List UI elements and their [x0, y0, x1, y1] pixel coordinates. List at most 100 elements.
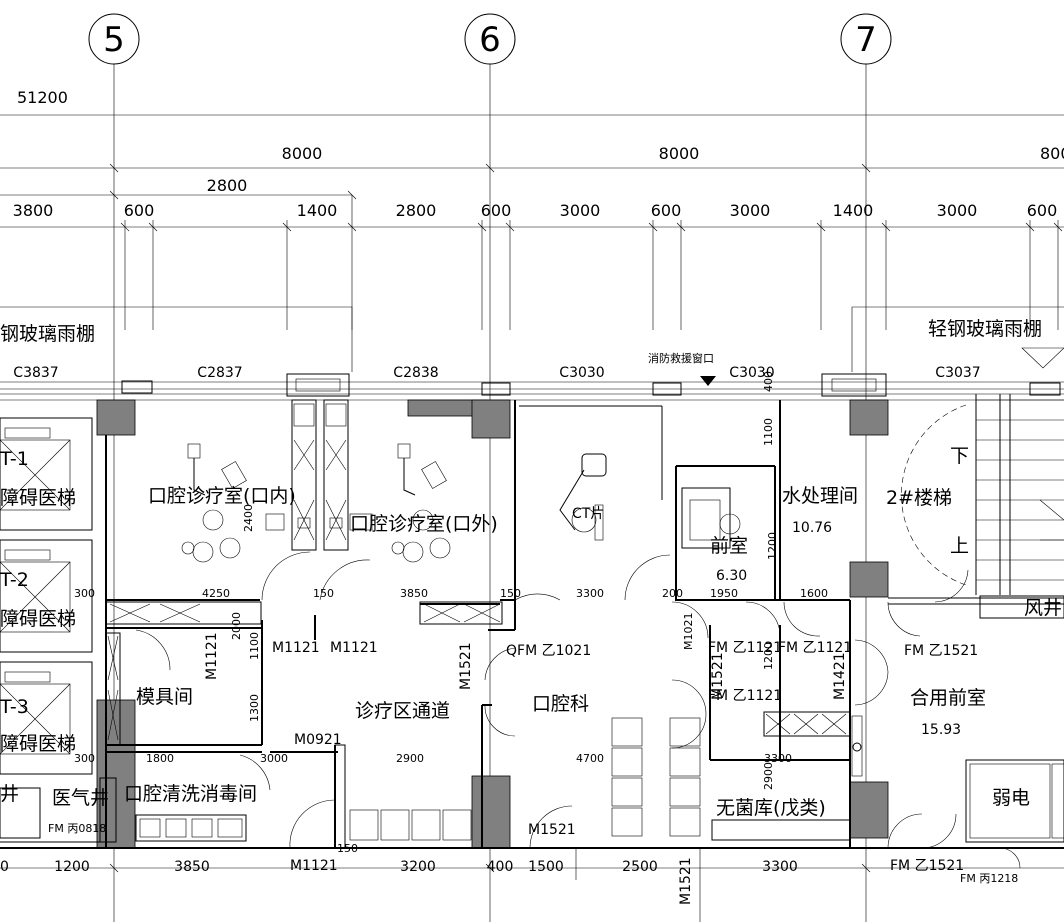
- room-weak: 弱电: [992, 787, 1030, 809]
- dim-inner: 200: [662, 587, 683, 600]
- bottom-dim: 2500: [622, 859, 658, 875]
- dim-bay-7-next: 800: [1040, 144, 1064, 163]
- door-fm1521b: FM 乙1521: [890, 858, 964, 874]
- exterior-wall: [0, 373, 1064, 401]
- dental-chair-outer: [349, 443, 451, 563]
- dim-inner: 400: [762, 371, 775, 392]
- elevator-1-name: 障碍医梯: [0, 487, 76, 509]
- dim-inner: 3000: [260, 752, 288, 765]
- door-m1121a: M1121: [272, 640, 320, 656]
- window-labels: C3837 C2837 C2838 C3030 C3030 C3037: [13, 365, 980, 381]
- door-m1121-bottom: M1121: [290, 858, 338, 874]
- stair-up: 上: [950, 535, 969, 557]
- dim-300b: 300: [74, 752, 95, 765]
- canopy: [0, 306, 1064, 372]
- dim-seg: 1400: [833, 201, 874, 220]
- bottom-dim: 1200: [54, 859, 90, 875]
- window-label: C3030: [729, 365, 774, 381]
- fire-window-marker: [700, 376, 716, 386]
- axis-7-label: 7: [855, 20, 877, 60]
- room-oral-inner: 口腔诊疗室(口内): [148, 485, 296, 507]
- door-m1121b: M1121: [330, 640, 378, 656]
- room-oral-outer: 口腔诊疗室(口外): [350, 513, 498, 535]
- room-ct: CT片: [572, 506, 604, 522]
- door-m1421: M1421: [832, 652, 848, 700]
- room-sterile: 无菌库(戊类): [716, 797, 826, 819]
- elevator-2-name: 障碍医梯: [0, 608, 76, 630]
- dim-inner: 1100: [248, 632, 261, 660]
- ct-scanner: [559, 453, 607, 541]
- dimension-lines: [0, 114, 1064, 330]
- elevator-1-code: T-1: [0, 448, 29, 470]
- dim-bay-5-6: 8000: [282, 144, 323, 163]
- dim-inner: 1300: [248, 694, 261, 722]
- window-label: C3030: [559, 365, 604, 381]
- door-fm1121c: FM 乙1121: [708, 688, 782, 704]
- room-water-area: 10.76: [792, 520, 832, 536]
- columns: [96, 399, 889, 849]
- elevator-3-code: T-3: [0, 696, 29, 718]
- counters: [135, 711, 863, 842]
- anteroom-equipment: [681, 487, 741, 549]
- dim-overall: 51200: [17, 88, 68, 107]
- dim-inner: 4700: [576, 752, 604, 765]
- dim-inner: 2900: [396, 752, 424, 765]
- bottom-dims: [0, 848, 1064, 922]
- dim-seg: 3000: [937, 201, 978, 220]
- bottom-dim: 150: [337, 842, 358, 855]
- dim-300a: 300: [74, 587, 95, 600]
- dim-2800: 2800: [207, 176, 248, 195]
- stair-down: 下: [950, 445, 969, 467]
- canopy-right-label: 轻钢玻璃雨棚: [928, 318, 1042, 340]
- door-m1521b: M1521: [528, 822, 576, 838]
- room-mold: 模具间: [136, 686, 193, 708]
- bottom-dim: 1500: [528, 859, 564, 875]
- dim-seg: 1400: [297, 201, 338, 220]
- axis-6-label: 6: [479, 20, 501, 60]
- axis-7: 7: [840, 13, 892, 922]
- window-label: C3037: [935, 365, 980, 381]
- room-corridor: 诊疗区通道: [355, 700, 450, 722]
- bottom-dim: 3300: [762, 859, 798, 875]
- dim-seg: 600: [481, 201, 512, 220]
- equipment-strip: [291, 399, 349, 551]
- interior-walls: [0, 400, 1064, 849]
- bottom-dim: 0: [0, 859, 9, 875]
- dim-seg: 3800: [13, 201, 54, 220]
- door-m0921: M0921: [294, 732, 342, 748]
- room-anteroom-area: 6.30: [716, 568, 747, 584]
- dim-seg: 600: [124, 201, 155, 220]
- room-wind-shaft: 风井: [1024, 597, 1062, 619]
- dim-inner: 3300: [764, 752, 792, 765]
- fire-window-label: 消防救援窗口: [648, 351, 714, 365]
- room-water: 水处理间: [782, 485, 858, 507]
- window-label: C3837: [13, 365, 58, 381]
- dim-seg: 600: [651, 201, 682, 220]
- dim-segments: 3800 600 1400 2800 600 3000 600 3000 140…: [13, 201, 1058, 220]
- dim-seg: 600: [1027, 201, 1058, 220]
- stair: [901, 394, 1064, 619]
- dim-inner: 3850: [400, 587, 428, 600]
- room-gas: 医气井: [52, 787, 109, 809]
- door-fm0818: FM 丙0818: [48, 822, 106, 835]
- door-fm1121a: FM 乙1121: [708, 640, 782, 656]
- dim-inner: 1200: [762, 642, 775, 670]
- dim-seg: 2800: [396, 201, 437, 220]
- doors: [135, 551, 1021, 869]
- door-m1521d: M1521: [678, 857, 694, 905]
- door-m1521c: M1521: [710, 652, 726, 700]
- door-m1021: M1021: [682, 613, 695, 651]
- dim-inner: 1950: [710, 587, 738, 600]
- dim-seg: 3000: [560, 201, 601, 220]
- room-shared-ante: 合用前室: [910, 687, 986, 709]
- dim-inner: 2900: [762, 762, 775, 790]
- room-shared-ante-area: 15.93: [921, 722, 961, 738]
- elevator-3-name: 障碍医梯: [0, 733, 76, 755]
- room-pipe: 井: [0, 783, 19, 805]
- bottom-dim: 3850: [174, 859, 210, 875]
- dim-inner: 1200: [766, 532, 779, 560]
- dental-chair-inner: [181, 443, 285, 563]
- door-fm1218: FM 丙1218: [960, 872, 1018, 885]
- room-anteroom: 前室: [710, 535, 748, 557]
- window-label: C2838: [393, 365, 438, 381]
